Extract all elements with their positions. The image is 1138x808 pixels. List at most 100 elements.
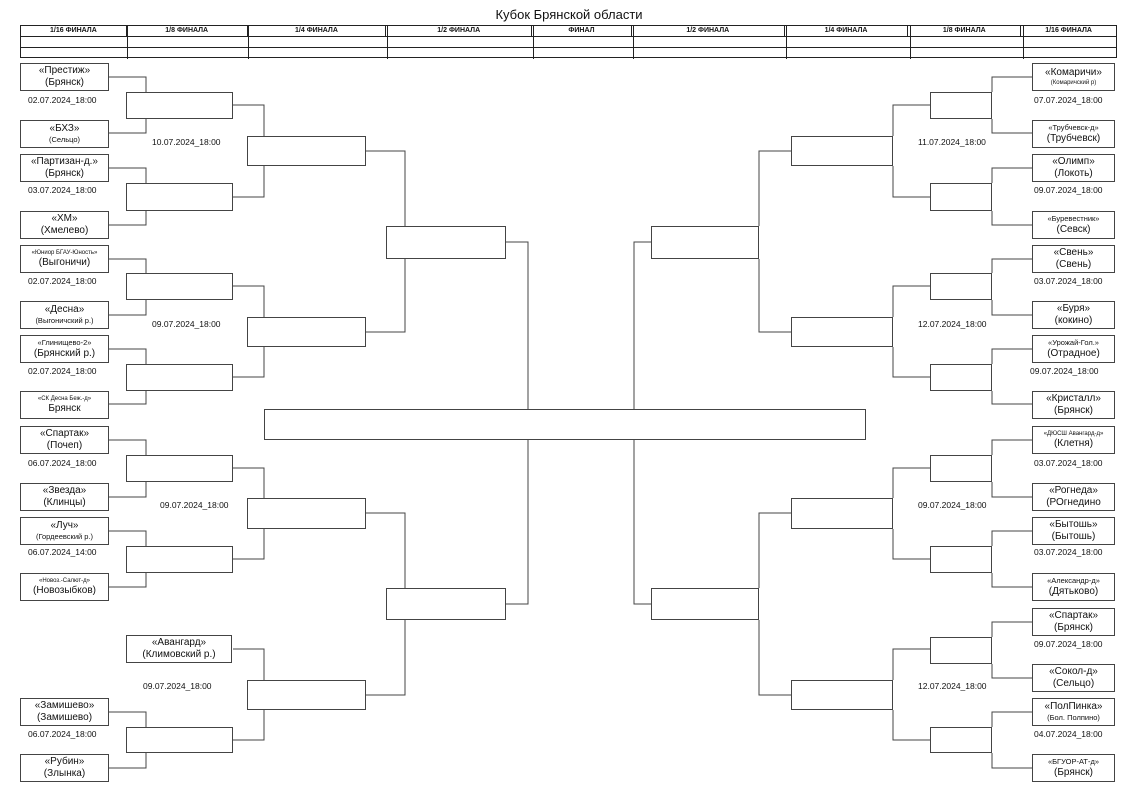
header-final: ФИНАЛ xyxy=(532,26,632,36)
connector-line xyxy=(506,440,529,605)
match-date: 02.07.2024_18:00 xyxy=(28,95,97,105)
match-date: 09.07.2024_18:00 xyxy=(1034,639,1103,649)
empty-slot xyxy=(930,637,992,664)
connector-line xyxy=(109,573,147,588)
connector-line xyxy=(366,512,406,588)
team-city: (Свень) xyxy=(1055,259,1092,270)
empty-slot xyxy=(651,226,759,259)
empty-slot xyxy=(791,680,893,710)
connector-line xyxy=(892,710,930,741)
header-r16-right: 1/8 ФИНАЛА xyxy=(908,26,1022,36)
match-date: 09.07.2024_18:00 xyxy=(918,500,987,510)
team-name: «ПолПинка» xyxy=(1044,701,1103,712)
header-r32-left: 1/16 ФИНАЛА xyxy=(21,26,127,36)
connector-line xyxy=(991,664,1032,679)
team-name: «ДЮСШ Авангард-д» xyxy=(1043,431,1104,437)
connector-line xyxy=(892,648,930,680)
team-box-right: «ДЮСШ Авангард-д» (Клетня) xyxy=(1032,426,1115,454)
team-city: (Дятьково) xyxy=(1048,586,1099,597)
connector-line xyxy=(109,530,147,546)
team-name: «СК Десна Беж.-д» xyxy=(37,396,92,402)
connector-line xyxy=(991,211,1032,226)
connector-line xyxy=(991,711,1032,727)
team-city: (Злынка) xyxy=(43,768,86,779)
team-name: «Замишево» xyxy=(34,700,95,711)
connector-line xyxy=(109,348,147,364)
team-box-right: «Бытошь» (Бытошь) xyxy=(1032,517,1115,545)
team-city: (Клинцы) xyxy=(43,497,86,508)
team-city: (Новозыбков) xyxy=(33,585,96,596)
team-box-left: «Новоз.-Салют-д» (Новозыбков) xyxy=(20,573,109,601)
connector-line xyxy=(892,467,930,498)
team-city: (Хмелево) xyxy=(40,225,89,236)
team-box-left-bye: «Авангард» (Климовский р.) xyxy=(126,635,232,663)
empty-slot xyxy=(651,588,759,620)
match-date: 11.07.2024_18:00 xyxy=(918,137,986,147)
team-name: «Комаричи» xyxy=(1045,67,1102,78)
empty-slot xyxy=(247,136,366,166)
header-divider xyxy=(21,47,1116,48)
connector-line xyxy=(109,211,147,226)
connector-line xyxy=(233,104,265,136)
team-name: «Луч» xyxy=(50,520,79,531)
match-date: 09.07.2024_18:00 xyxy=(1034,185,1103,195)
header-qf-right: 1/4 ФИНАЛА xyxy=(785,26,909,36)
team-name: «Буря» xyxy=(1056,303,1091,314)
team-city: (Бытошь) xyxy=(1051,531,1096,542)
team-box-right: «Комаричи» (Комаричский р) xyxy=(1032,63,1115,91)
connector-line xyxy=(758,620,791,696)
connector-line xyxy=(109,167,147,183)
connector-line xyxy=(892,285,930,317)
team-box-right: «Буря» (кокино) xyxy=(1032,301,1115,329)
team-city: (Брянск) xyxy=(1054,767,1093,778)
rounds-header-row: 1/16 ФИНАЛА 1/8 ФИНАЛА 1/4 ФИНАЛА 1/2 ФИ… xyxy=(21,26,1116,36)
team-city: (Брянск) xyxy=(45,77,84,88)
connector-line xyxy=(758,259,791,333)
header-r32-right: 1/16 ФИНАЛА xyxy=(1045,27,1092,34)
rounds-header: 1/16 ФИНАЛА 1/8 ФИНАЛА 1/4 ФИНАЛА 1/2 ФИ… xyxy=(20,25,1117,59)
empty-slot xyxy=(930,546,992,573)
connector-line xyxy=(233,467,265,498)
connector-line xyxy=(506,241,529,410)
connector-line xyxy=(991,258,1032,273)
connector-line xyxy=(991,119,1032,134)
team-city: (Климовский р.) xyxy=(142,649,216,660)
empty-slot xyxy=(930,92,992,119)
header-divider xyxy=(21,36,1116,37)
connector-line xyxy=(892,347,930,378)
team-name: «Звезда» xyxy=(42,485,87,496)
team-box-right: «Рогнеда» (РОгнедино xyxy=(1032,483,1115,511)
team-box-left: «Юниор БГАУ-Юность» (Выгоничи) xyxy=(20,245,109,273)
connector-line xyxy=(233,285,265,317)
header-separator xyxy=(127,26,128,59)
team-name: «Олимп» xyxy=(1052,156,1095,167)
team-city: (Выгоничский р.) xyxy=(35,316,94,325)
team-box-right: «Сокол-д» (Сельцо) xyxy=(1032,664,1115,692)
team-city: (Брянск) xyxy=(45,168,84,179)
team-box-right: «Кристалл» (Брянск) xyxy=(1032,391,1115,419)
team-city: (Замишево) xyxy=(36,712,93,723)
bracket-title: Кубок Брянской области xyxy=(495,7,643,22)
header-separator xyxy=(786,26,787,59)
connector-line xyxy=(991,167,1032,183)
team-name: «Рогнеда» xyxy=(1049,485,1098,496)
team-city: (РОгнедино xyxy=(1046,497,1101,508)
connector-line xyxy=(991,348,1032,364)
team-box-left: «ХМ» (Хмелево) xyxy=(20,211,109,239)
connector-line xyxy=(991,621,1032,637)
team-name: «Буревестник» xyxy=(1047,214,1100,223)
team-box-left: «Луч» (Гордеевский р.) xyxy=(20,517,109,545)
match-date: 03.07.2024_18:00 xyxy=(1034,547,1103,557)
connector-line xyxy=(991,573,1032,588)
header-separator xyxy=(248,26,249,59)
connector-line xyxy=(109,76,147,92)
match-date: 09.07.2024_18:00 xyxy=(143,681,212,691)
team-city: (Почеп) xyxy=(46,440,83,451)
empty-slot xyxy=(930,273,992,300)
team-city: (Трубчевск) xyxy=(1046,133,1101,144)
team-box-left: «Партизан-д.» (Брянск) xyxy=(20,154,109,182)
match-date: 04.07.2024_18:00 xyxy=(1034,729,1103,739)
team-name: «БХЗ» xyxy=(49,123,80,134)
connector-line xyxy=(892,529,930,560)
empty-slot xyxy=(126,727,233,753)
